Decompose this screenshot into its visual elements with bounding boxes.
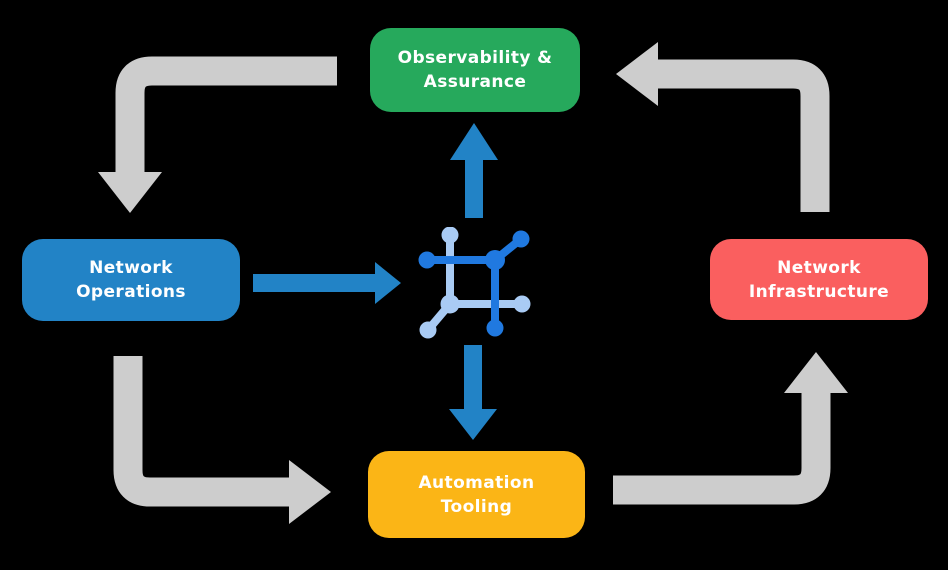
- node-label: Network Infrastructure: [748, 257, 890, 302]
- node-label: Network Operations: [76, 258, 186, 302]
- arrow-center-to-automation: [449, 345, 497, 440]
- node-observability-assurance: Observability & Assurance: [370, 28, 580, 112]
- network-automation-icon: [418, 227, 531, 339]
- icon-dark-strokes: [418, 230, 530, 337]
- arrow-infrastructure-to-observability: [616, 42, 830, 212]
- node-network-infrastructure: Network Infrastructure: [710, 239, 928, 320]
- node-network-operations: Network Operations: [22, 239, 240, 321]
- arrow-operations-to-automation: [113, 356, 331, 524]
- arrow-observability-to-operations: [98, 56, 337, 213]
- icon-light-strokes: [419, 227, 531, 339]
- arrow-operations-to-center: [253, 262, 401, 304]
- node-label: Automation Tooling: [418, 472, 535, 517]
- arrow-automation-to-infrastructure: [613, 352, 848, 505]
- arrow-center-to-observability: [450, 123, 498, 218]
- node-automation-tooling: Automation Tooling: [368, 451, 585, 538]
- node-label: Observability & Assurance: [397, 48, 553, 92]
